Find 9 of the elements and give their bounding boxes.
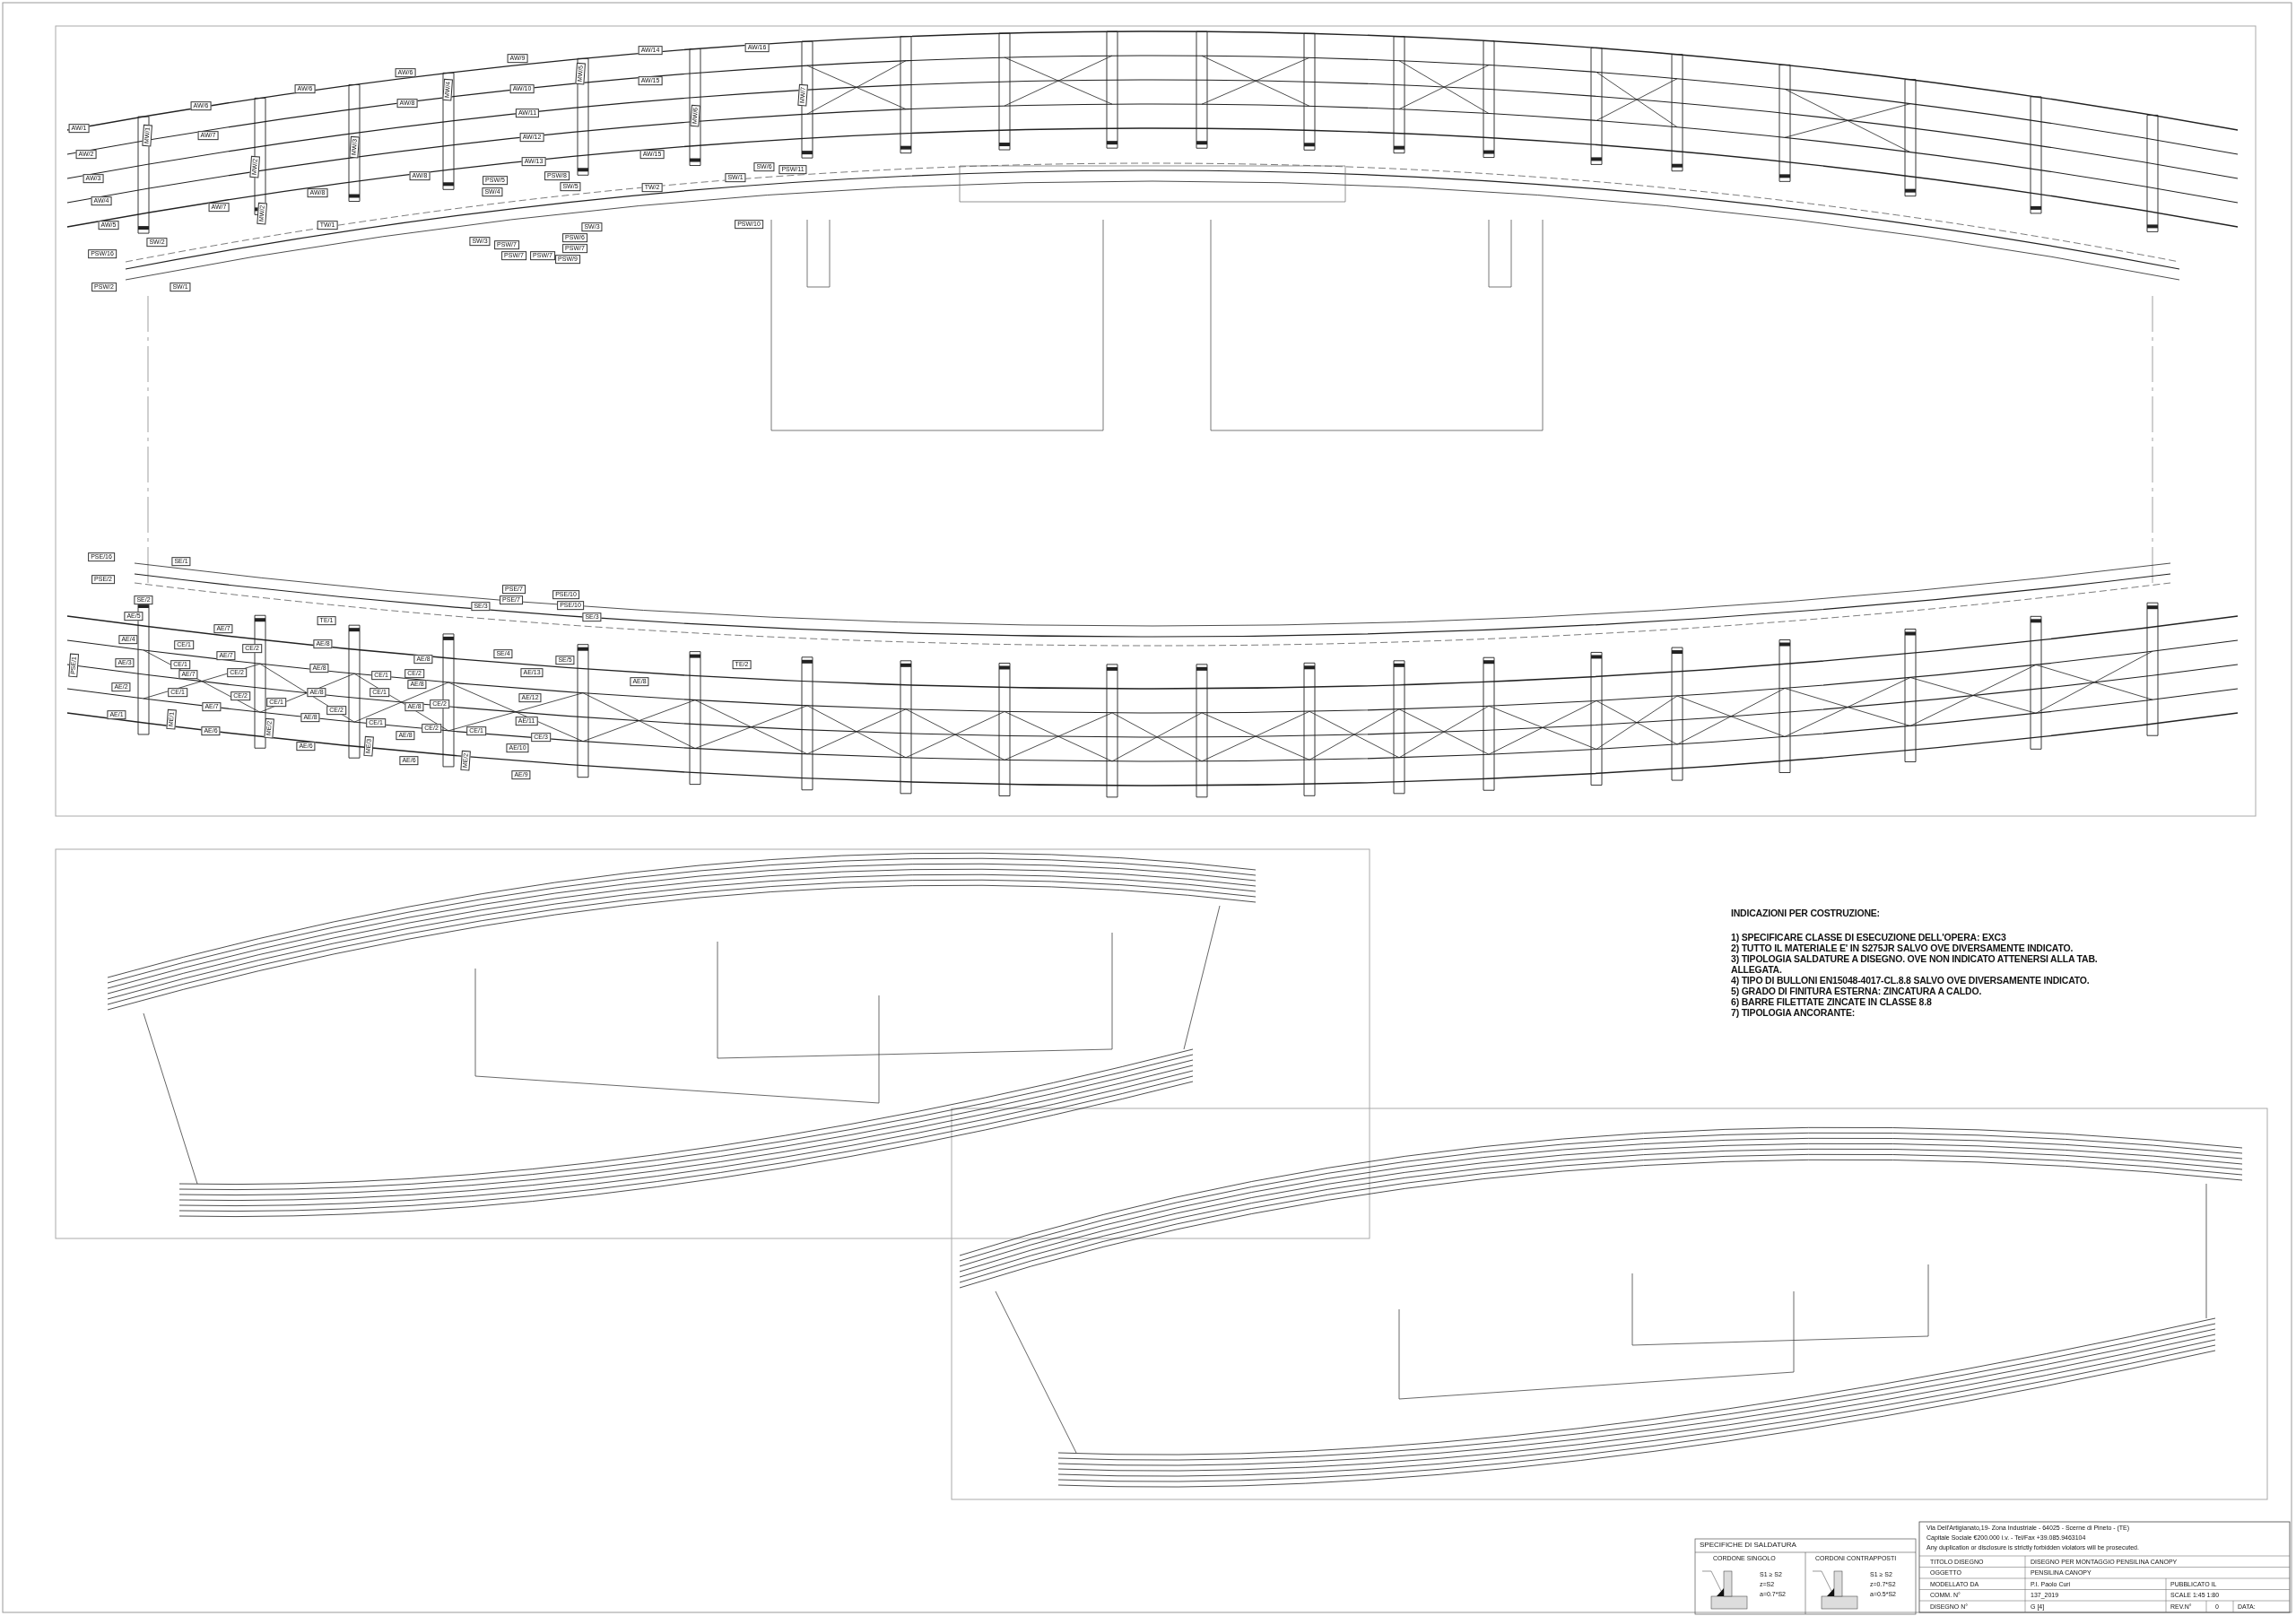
construction-note: 6) BARRE FILETTATE ZINCATE IN CLASSE 8.8	[1731, 997, 1932, 1008]
construction-note: 5) GRADO DI FINITURA ESTERNA: ZINCATURA A CALDO.	[1731, 986, 1982, 997]
weld-spec-title: SPECIFICHE DI SALDATURA	[1700, 1542, 1796, 1550]
construction-note: 4) TIPO DI BULLONI EN15048-4017-CL.8.8 SALVO OVE DIVERSAMENTE INDICATO.	[1731, 976, 2090, 986]
notes-heading: INDICAZIONI PER COSTRUZIONE:	[1731, 908, 1880, 919]
construction-note: 1) SPECIFICARE CLASSE DI ESECUZIONE DELL'OPERA: EXC3	[1731, 933, 2006, 943]
construction-note: 2) TUTTO IL MATERIALE E' IN S275JR SALVO OVE DIVERSAMENTE INDICATO.	[1731, 943, 2074, 954]
construction-note: 7) TIPOLOGIA ANCORANTE:	[1731, 1008, 1856, 1019]
construction-note: 3) TIPOLOGIA SALDATURE A DISEGNO. OVE NON INDICATO ATTENERSI ALLA TAB. ALLEGATA.	[1731, 954, 2099, 976]
